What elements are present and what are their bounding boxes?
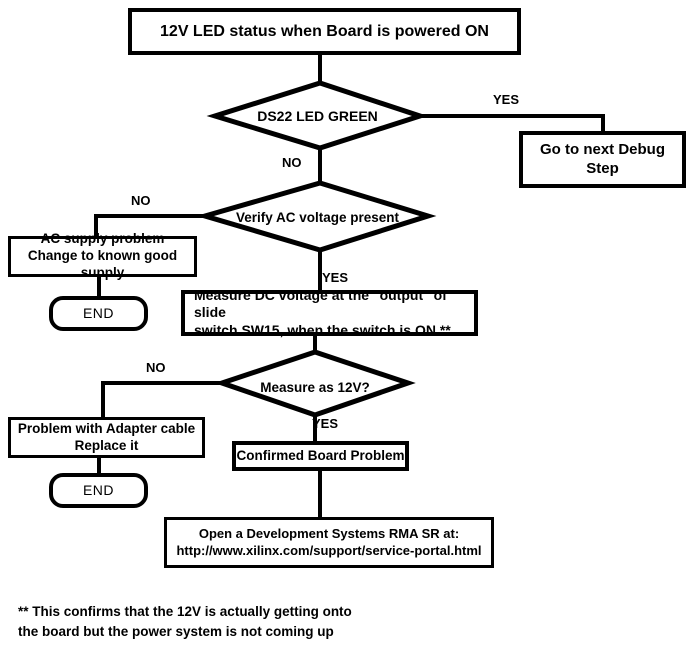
decision-ac-shape	[196, 180, 437, 253]
node-rma-service-request: Open a Development Systems RMA SR at: ht…	[164, 517, 494, 568]
edge-12v-no	[101, 381, 222, 417]
edge-label-ac-yes: YES	[322, 270, 349, 285]
edge-label-measure-yes: YES	[312, 416, 339, 431]
decision-12v-shape	[214, 349, 416, 418]
start-node-title: 12V LED status when Board is powered ON	[128, 8, 521, 55]
node-end-terminator-1: END	[49, 296, 148, 331]
node-next-debug-step: Go to next Debug Step	[519, 131, 686, 188]
node-confirmed-board-problem: Confirmed Board Problem	[232, 441, 409, 471]
node-end-terminator-2: END	[49, 473, 148, 508]
edge-label-ds22-no: NO	[282, 155, 302, 170]
edge-label-ds22-yes: YES	[493, 92, 520, 107]
edge-ac-no	[94, 214, 205, 236]
footnote-text: ** This confirms that the 12V is actuall…	[18, 604, 352, 639]
edge-label-ac-no: NO	[131, 193, 151, 208]
node-measure-dc-voltage: Measure DC voltage at the "output" of sl…	[181, 287, 478, 338]
edge-label-measure-no: NO	[146, 360, 166, 375]
decision-ds22-shape	[206, 80, 429, 151]
edge-ds22-yes	[420, 114, 605, 131]
node-ac-supply-problem: AC supply problem Change to known good s…	[8, 231, 197, 280]
node-adapter-cable-problem: Problem with Adapter cable Replace it	[8, 417, 205, 458]
